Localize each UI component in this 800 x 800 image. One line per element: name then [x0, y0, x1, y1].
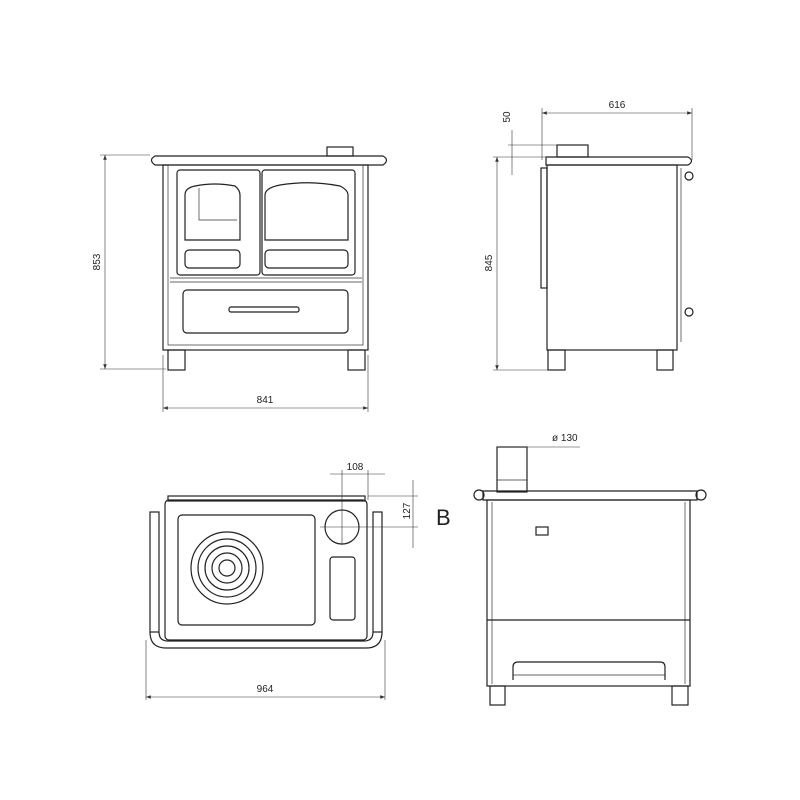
front-width-dimension: 841 [257, 395, 274, 406]
back-flue-diameter-dimension: ø 130 [552, 433, 578, 444]
top-view: 964 108 127 B [145, 462, 451, 700]
top-flue-offset-x-dimension: 108 [347, 462, 364, 473]
top-width-dimension: 964 [257, 684, 274, 695]
section-marker: B [436, 505, 451, 530]
top-flue-offset-y-dimension: 127 [402, 502, 413, 519]
side-flue-height-dimension: 50 [502, 111, 513, 123]
back-view: ø 130 [473, 433, 707, 706]
front-view: 853 841 [92, 146, 388, 412]
side-height-dimension: 845 [484, 254, 495, 271]
side-depth-dimension: 616 [609, 100, 626, 111]
front-height-dimension: 853 [92, 253, 103, 270]
side-view: 616 50 845 [484, 100, 694, 371]
